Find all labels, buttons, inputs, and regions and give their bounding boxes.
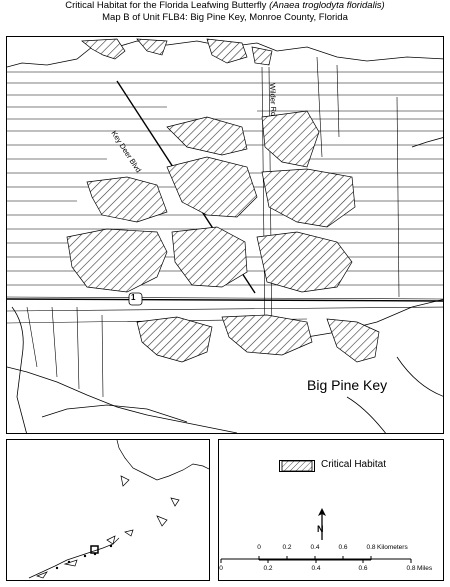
km-unit-label: Kilometers bbox=[377, 544, 408, 551]
mi-tick-2: 0.4 bbox=[311, 565, 321, 572]
km-tick-2: 0.4 bbox=[310, 544, 320, 551]
island-label: Big Pine Key bbox=[307, 377, 388, 393]
km-tick-1: 0.2 bbox=[282, 544, 292, 551]
north-letter: N bbox=[317, 524, 324, 534]
scale-mi-bar bbox=[220, 558, 412, 563]
mi-tick-1: 0.2 bbox=[263, 565, 273, 572]
title-prefix: Critical Habitat for the Florida Leafwin… bbox=[65, 0, 270, 11]
road-label-wilder-rd: Wilder Rd bbox=[268, 83, 279, 117]
title-line-1: Critical Habitat for the Florida Leafwin… bbox=[0, 0, 450, 12]
inset-coastline bbox=[28, 440, 209, 579]
species-name: (Anaea troglodyta floridalis) bbox=[269, 0, 385, 11]
legend-box: Critical Habitat N 0 0.2 0.4 0.6 0.8 Kil… bbox=[218, 439, 444, 581]
km-tick-4: 0.8 bbox=[366, 544, 376, 551]
km-tick-0: 0 bbox=[257, 544, 261, 551]
route-1-shield bbox=[128, 292, 143, 306]
km-tick-3: 0.6 bbox=[338, 544, 348, 551]
main-map-canvas bbox=[7, 38, 443, 433]
title-line-2: Map B of Unit FLB4: Big Pine Key, Monroe… bbox=[102, 12, 348, 23]
coastline bbox=[7, 40, 443, 433]
road-grid bbox=[7, 56, 443, 398]
main-map: 1 Key Deer Blvd Wilder Rd Big Pine Key bbox=[6, 36, 444, 434]
critical-habitat-swatch bbox=[279, 460, 315, 472]
route-1-label: 1 bbox=[131, 293, 136, 302]
map-title: Critical Habitat for the Florida Leafwin… bbox=[0, 0, 450, 38]
north-arrow-icon bbox=[318, 508, 326, 540]
mi-tick-0: 0 bbox=[219, 565, 223, 572]
inset-keys bbox=[55, 544, 113, 570]
inset-locator-map bbox=[6, 439, 210, 581]
critical-habitat-patches bbox=[66, 38, 380, 363]
mi-unit-label: Miles bbox=[417, 565, 433, 572]
inset-location-marker bbox=[90, 545, 99, 554]
inset-canvas bbox=[28, 440, 209, 579]
mi-tick-3: 0.6 bbox=[358, 565, 368, 572]
legend-label: Critical Habitat bbox=[321, 459, 387, 470]
mi-tick-4: 0.8 bbox=[406, 565, 416, 572]
